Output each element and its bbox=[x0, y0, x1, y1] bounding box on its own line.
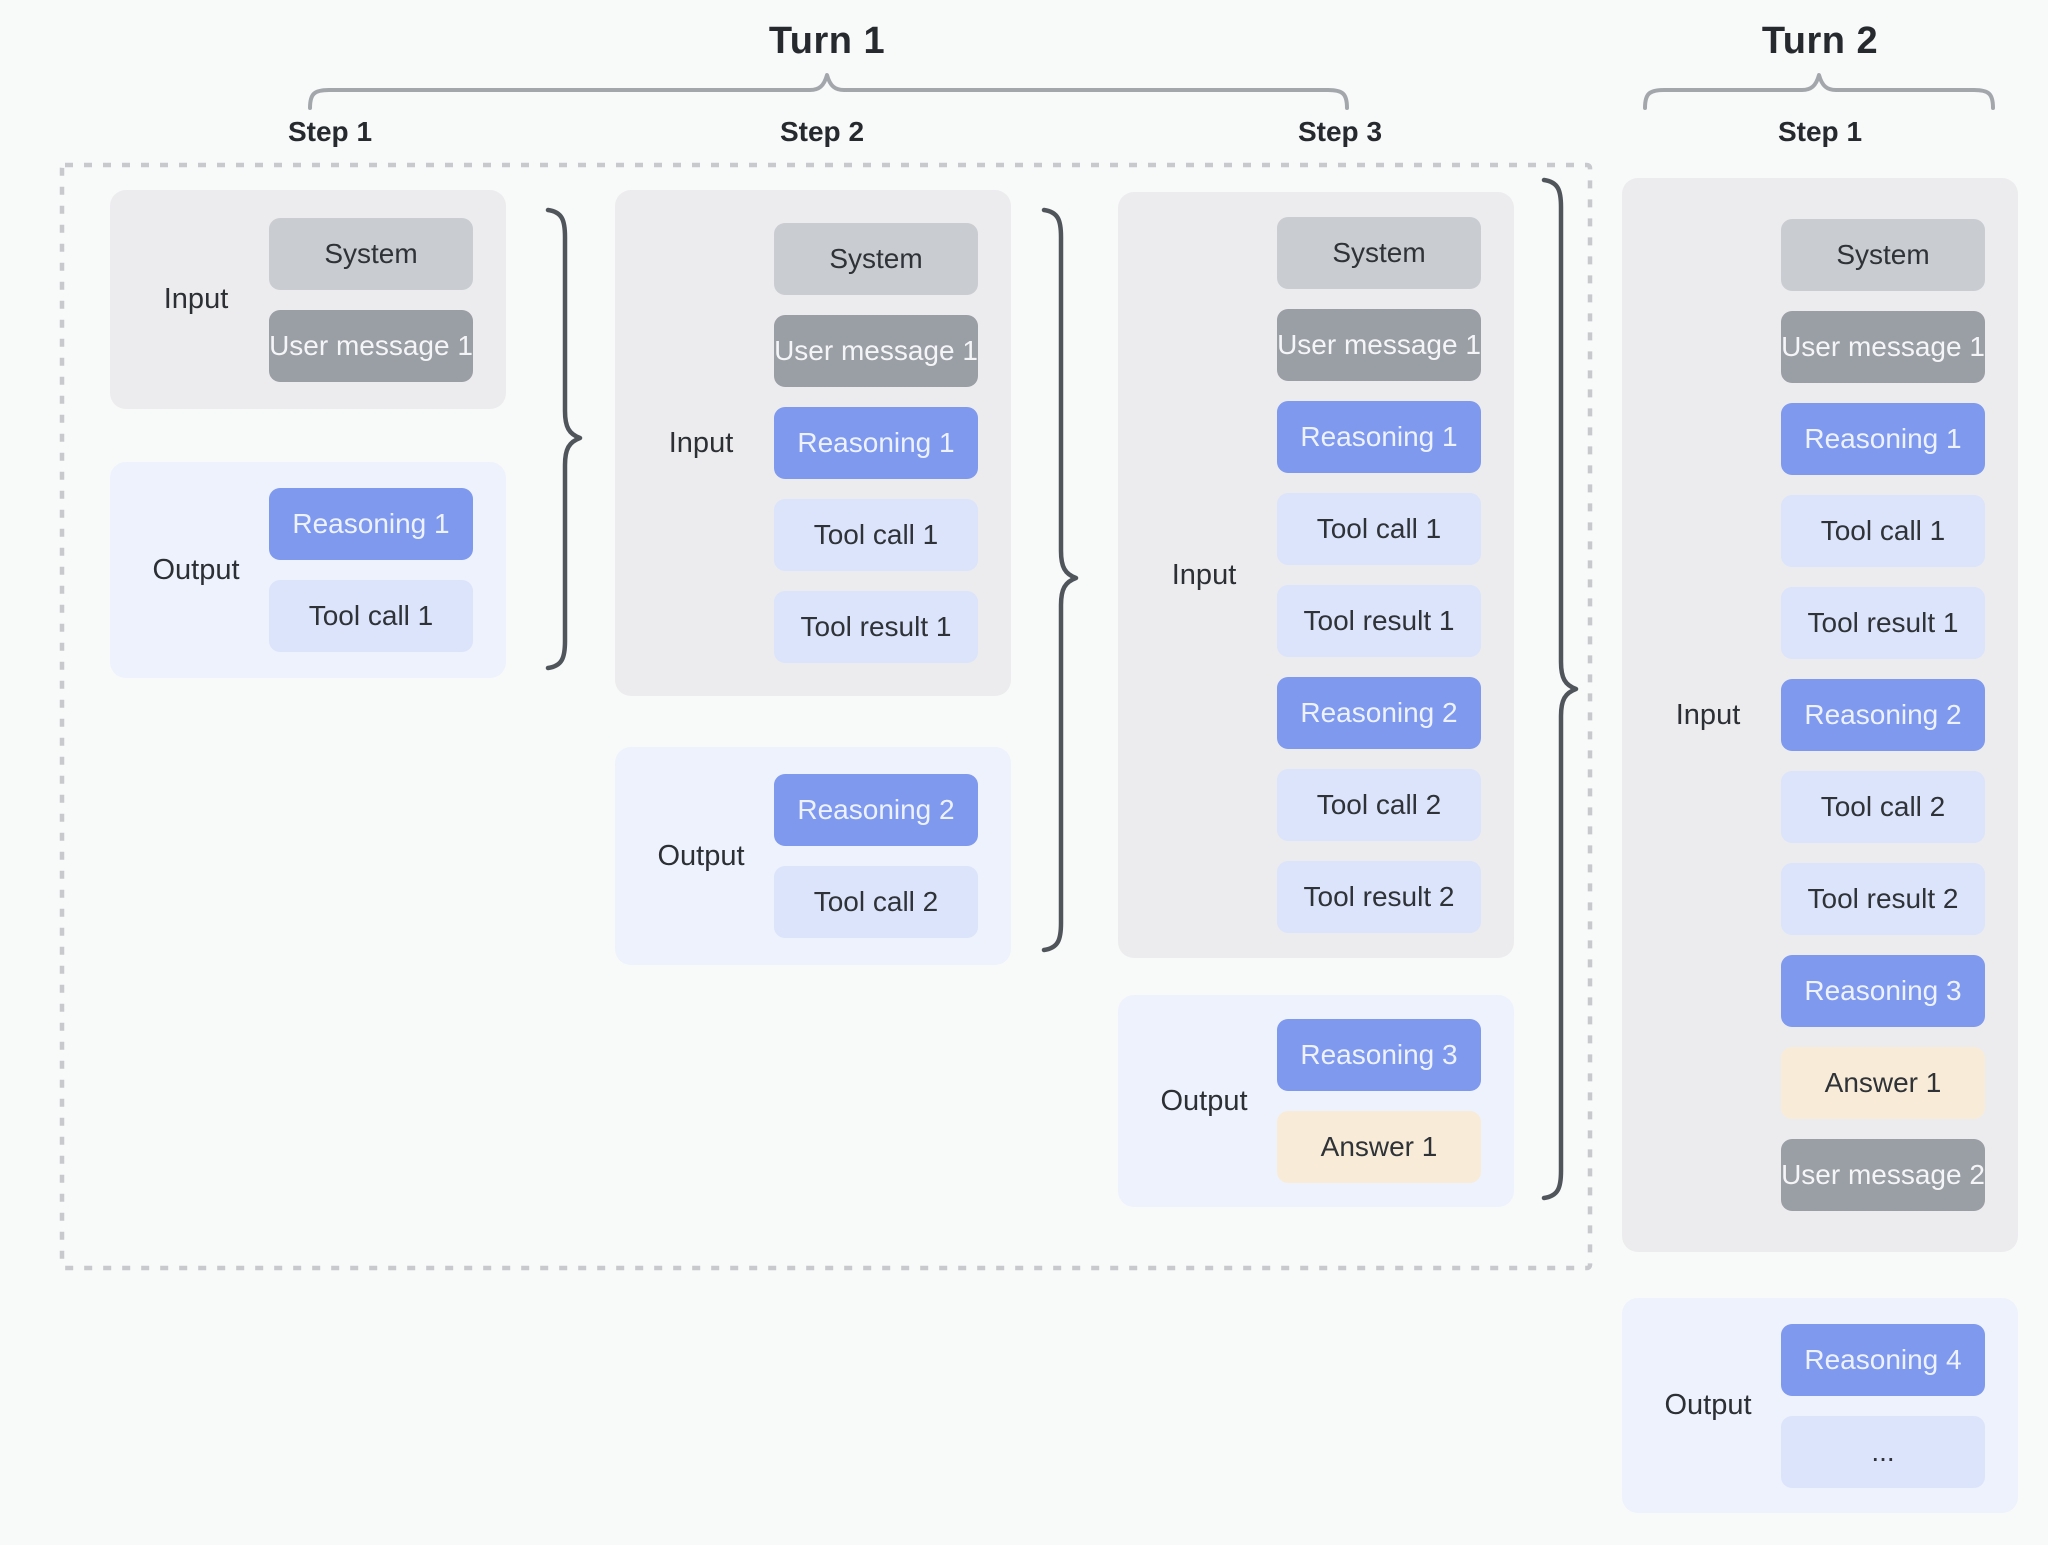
step-label-turn1-step2: Step 2 bbox=[779, 116, 865, 147]
chip-system: System bbox=[269, 217, 473, 290]
chip-tool: Tool call 2 bbox=[1277, 769, 1481, 841]
chip-tool: Tool result 1 bbox=[1277, 585, 1481, 657]
chip-stack: Reasoning 1 Tool call 1 bbox=[269, 462, 473, 678]
output-label: Output bbox=[1664, 1389, 1752, 1421]
chip-user-message: User message 1 bbox=[774, 315, 978, 387]
step2-to-step3-brace bbox=[1041, 207, 1079, 953]
turn-2-title: Turn 2 bbox=[1761, 20, 1879, 62]
input-label: Input bbox=[1171, 558, 1237, 591]
chip-ellipsis: ... bbox=[1781, 1415, 1985, 1488]
step3-to-turn2-brace bbox=[1541, 177, 1579, 1201]
chip-tool: Tool call 1 bbox=[774, 499, 978, 571]
chip-reasoning: Reasoning 3 bbox=[1277, 1019, 1481, 1091]
chip-tool: Tool result 1 bbox=[1781, 587, 1985, 659]
chip-reasoning: Reasoning 1 bbox=[1277, 401, 1481, 473]
chip-user-message: User message 1 bbox=[1277, 309, 1481, 381]
chip-reasoning: Reasoning 1 bbox=[774, 407, 978, 479]
chip-stack: Reasoning 2 Tool call 2 bbox=[774, 747, 978, 965]
chip-system: System bbox=[1277, 217, 1481, 289]
output-box: Output Reasoning 2 Tool call 2 bbox=[615, 747, 1011, 965]
input-label: Input bbox=[668, 426, 734, 459]
chip-reasoning: Reasoning 4 bbox=[1781, 1323, 1985, 1396]
chip-reasoning: Reasoning 2 bbox=[1277, 677, 1481, 749]
chip-tool: Tool call 1 bbox=[269, 580, 473, 652]
output-label: Output bbox=[1160, 1084, 1248, 1117]
chip-tool: Tool call 1 bbox=[1781, 495, 1985, 567]
chip-user-message: User message 1 bbox=[269, 309, 473, 382]
output-label: Output bbox=[152, 553, 240, 586]
chip-reasoning: Reasoning 1 bbox=[269, 488, 473, 560]
input-label: Input bbox=[163, 283, 229, 315]
chip-user-message: User message 2 bbox=[1781, 1139, 1985, 1211]
turn1-dashed-boundary bbox=[59, 162, 1593, 1271]
chip-user-message: User message 1 bbox=[1781, 311, 1985, 383]
output-box: Output Reasoning 3 Answer 1 bbox=[1118, 995, 1514, 1207]
chip-tool: Tool result 2 bbox=[1781, 863, 1985, 935]
chip-answer: Answer 1 bbox=[1781, 1047, 1985, 1119]
chip-stack: Reasoning 3 Answer 1 bbox=[1277, 995, 1481, 1207]
output-box: Output Reasoning 1 Tool call 1 bbox=[110, 462, 506, 678]
step-label-turn1-step1: Step 1 bbox=[287, 116, 373, 147]
turn-2-brace bbox=[1643, 73, 1995, 110]
step-label-turn1-step3: Step 3 bbox=[1297, 116, 1383, 147]
chip-reasoning: Reasoning 2 bbox=[1781, 679, 1985, 751]
chip-reasoning: Reasoning 2 bbox=[774, 774, 978, 846]
chip-tool: Tool call 2 bbox=[1781, 771, 1985, 843]
step1-to-step2-brace bbox=[545, 207, 583, 671]
chip-tool: Tool call 1 bbox=[1277, 493, 1481, 565]
turn-1-title: Turn 1 bbox=[768, 20, 886, 62]
chip-system: System bbox=[1781, 219, 1985, 291]
output-box: Output Reasoning 4... bbox=[1622, 1298, 2018, 1513]
chip-stack: Reasoning 4... bbox=[1781, 1298, 1985, 1513]
turn-1-brace bbox=[308, 73, 1349, 110]
chip-answer: Answer 1 bbox=[1277, 1111, 1481, 1183]
chip-tool: Tool result 2 bbox=[1277, 861, 1481, 933]
output-label: Output bbox=[657, 839, 745, 872]
chip-reasoning: Reasoning 3 bbox=[1781, 955, 1985, 1027]
chip-tool: Tool result 1 bbox=[774, 591, 978, 663]
chip-reasoning: Reasoning 1 bbox=[1781, 403, 1985, 475]
step-label-turn2-step1: Step 1 bbox=[1777, 116, 1863, 147]
chip-tool: Tool call 2 bbox=[774, 866, 978, 938]
chip-system: System bbox=[774, 223, 978, 295]
input-label: Input bbox=[1675, 698, 1741, 731]
